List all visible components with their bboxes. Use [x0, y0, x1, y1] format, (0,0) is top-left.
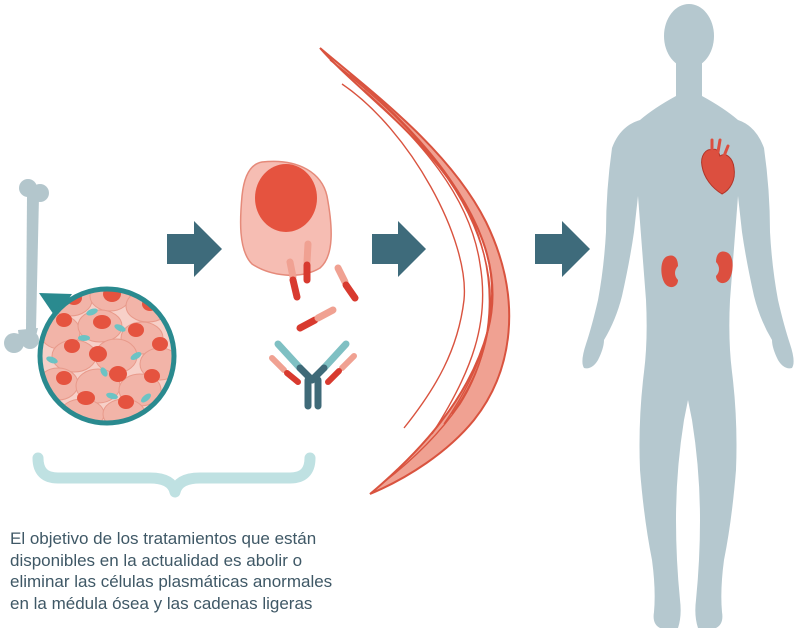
caption-line: en la médula ósea y las cadenas ligeras	[10, 593, 430, 615]
arrow-right-icon	[535, 221, 590, 277]
caption-line: eliminar las células plasmáticas anormal…	[10, 571, 430, 593]
amyloid-fibril-icon	[320, 48, 509, 494]
caption-line: disponibles en la actualidad es abolir o	[10, 550, 430, 572]
caption-line: El objetivo de los tratamientos que está…	[10, 528, 430, 550]
light-chain-fragment-icon	[300, 310, 333, 328]
human-body-icon	[582, 4, 793, 628]
caption-text: El objetivo de los tratamientos que está…	[10, 528, 430, 614]
bone-icon	[4, 179, 49, 353]
arrow-right-icon	[372, 221, 426, 277]
bone-marrow-magnifier-icon	[38, 281, 180, 429]
arrow-right-icon	[167, 221, 222, 277]
curly-brace-icon	[38, 458, 310, 492]
light-chain-fragment-icon	[307, 244, 308, 280]
plasma-cell-icon	[241, 161, 332, 275]
light-chain-fragment-icon	[338, 268, 355, 298]
antibody-icon	[272, 344, 354, 406]
